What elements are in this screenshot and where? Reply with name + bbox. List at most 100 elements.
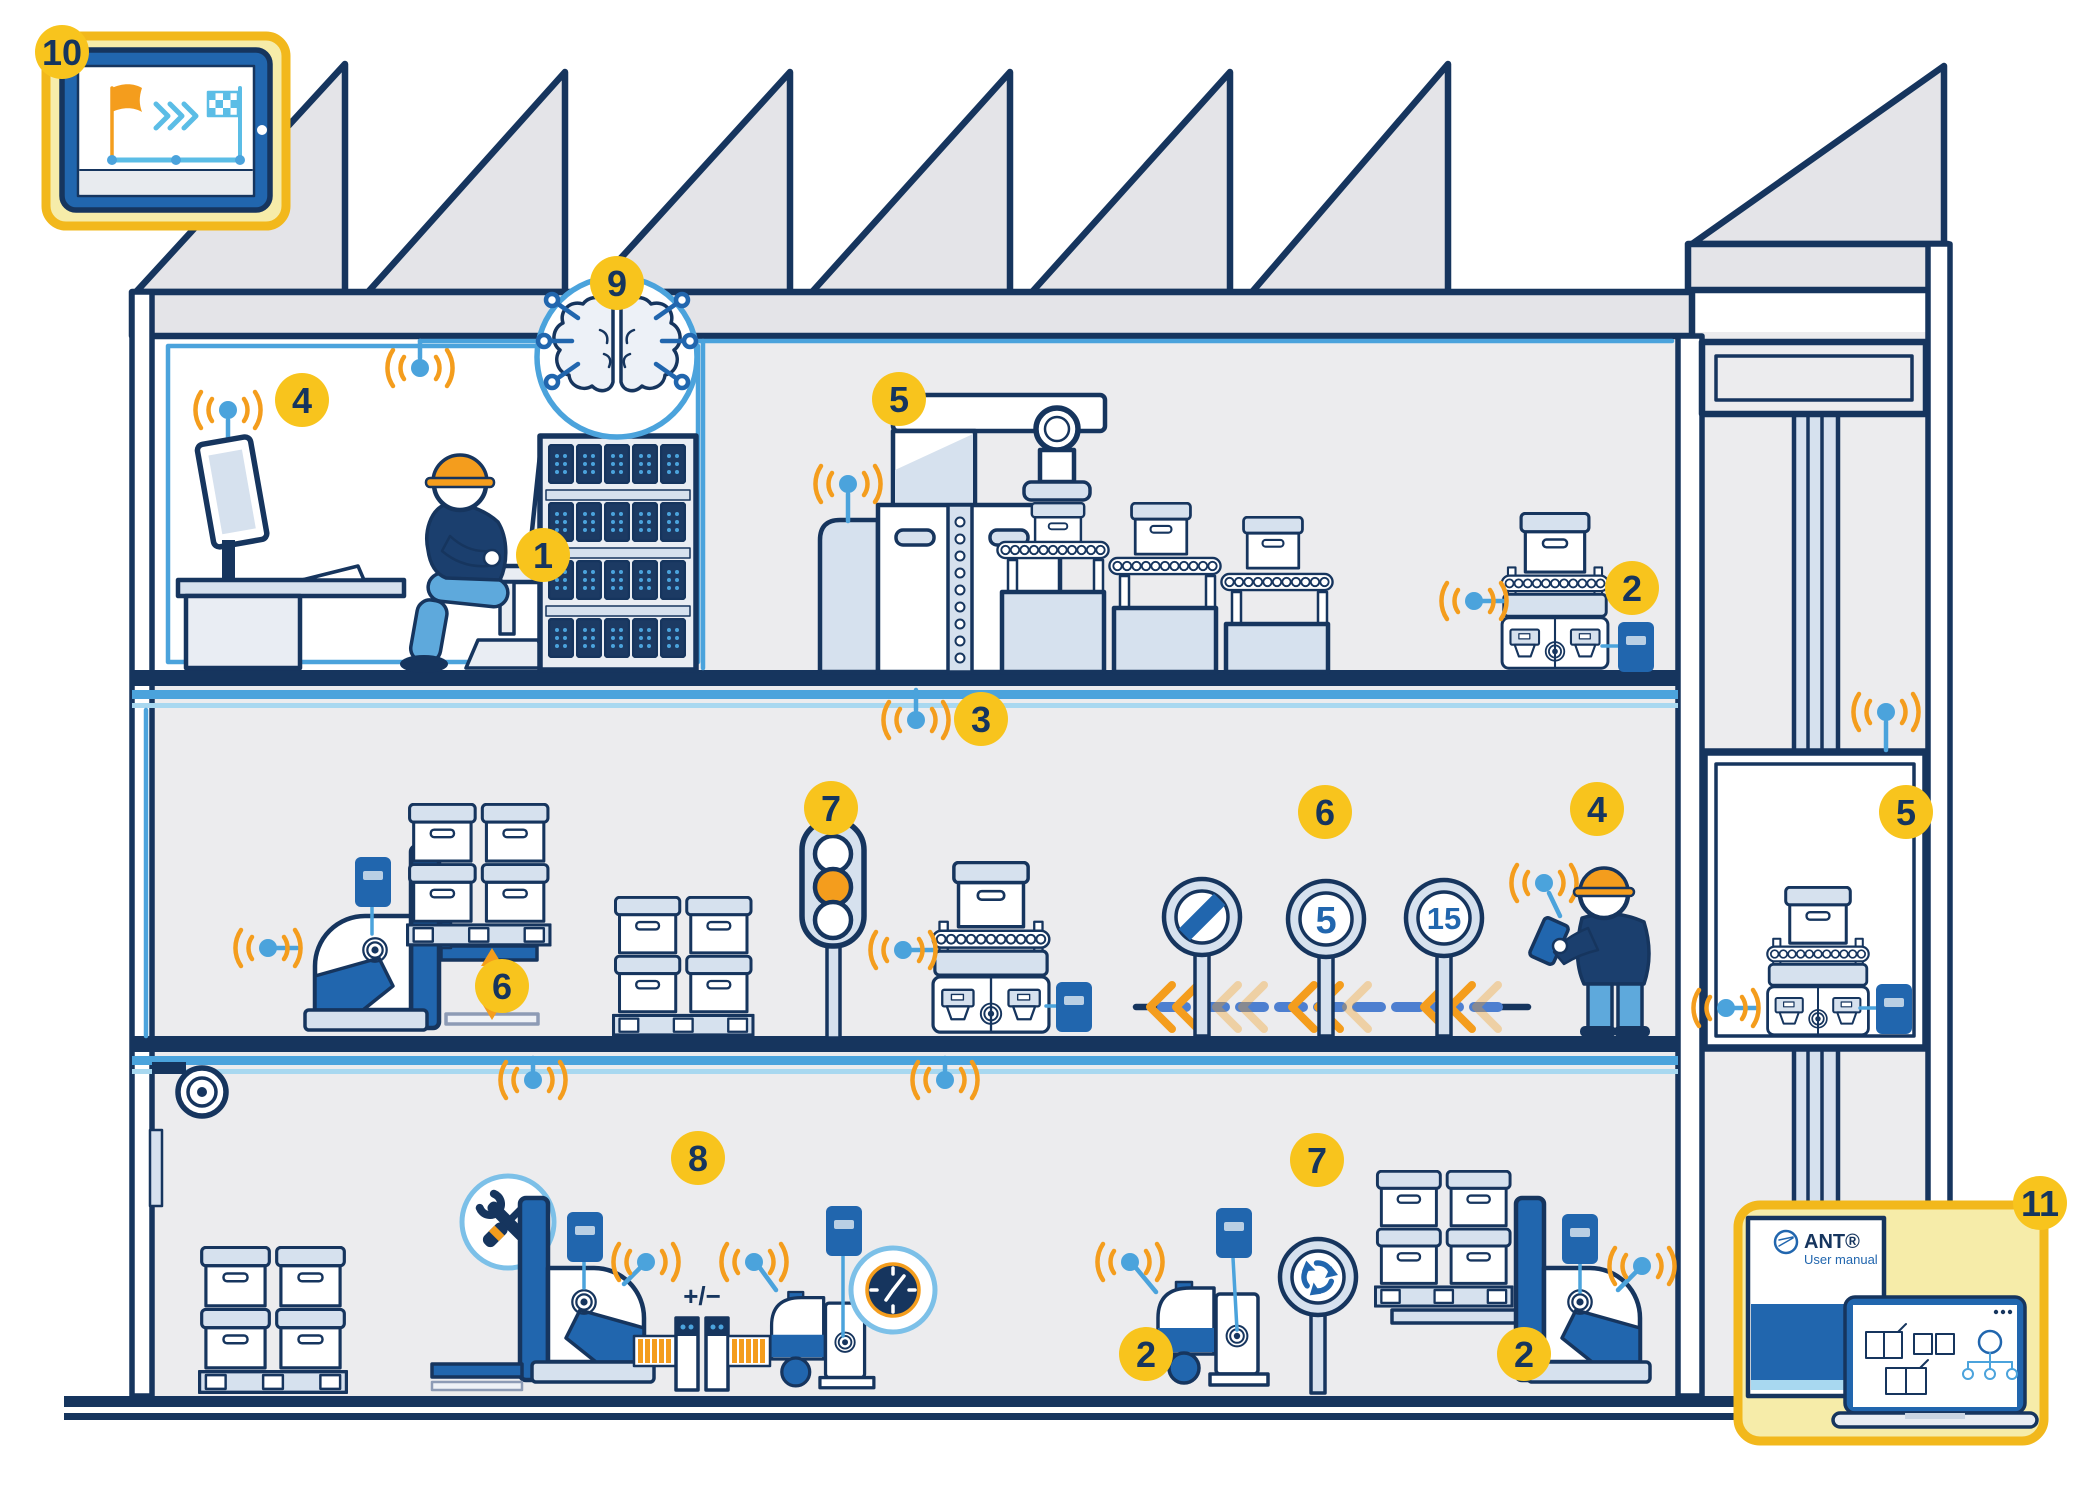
callout-badge-6-liftheight: 6 [475, 959, 529, 1013]
start-flag-icon [112, 84, 142, 112]
svg-text:2: 2 [1622, 568, 1642, 609]
callout-badge-8: 8 [671, 1131, 725, 1185]
charge-posts: +/− [632, 1281, 772, 1392]
callout-badge-4-worker: 4 [1570, 782, 1624, 836]
svg-text:5: 5 [1896, 792, 1916, 833]
worker-with-tablet [1511, 865, 1651, 1037]
badge-card [1876, 984, 1912, 1034]
svg-text:5: 5 [889, 379, 909, 420]
roof-slab [128, 288, 1696, 340]
svg-text:11: 11 [2021, 1183, 2059, 1224]
worker-shoe [1580, 1026, 1616, 1037]
desk-pedestal [183, 593, 303, 671]
svg-text:7: 7 [821, 788, 841, 829]
office-zone [165, 343, 701, 673]
callout-badge-5-machine: 5 [872, 372, 926, 426]
light-amber [812, 866, 854, 908]
svg-text:4: 4 [292, 380, 312, 421]
sawtooth-roof [132, 60, 1948, 296]
manual-brand: ANT® [1804, 1231, 1860, 1253]
callout-badge-2-pallet: 2 [1497, 1327, 1551, 1381]
charging-forklift-agv [430, 1198, 679, 1392]
hard-hat-brim [424, 476, 496, 489]
callout-badge-10: 10 [35, 25, 89, 79]
speed-limit-15-sign: 15 [1406, 880, 1482, 956]
callout-badge-2-production: 2 [1605, 561, 1659, 615]
conveyor-table-2 [1108, 502, 1222, 675]
callout-badge-2-tugger: 2 [1119, 1327, 1173, 1381]
svg-text:6: 6 [492, 966, 512, 1007]
callout-badge-7-trafficlight: 7 [804, 781, 858, 835]
svg-text:3: 3 [971, 699, 991, 740]
machine-cabinet-antenna-base [817, 517, 881, 675]
tower-roof-slab [1684, 240, 1952, 294]
wall-elevator-shaft [1675, 333, 1705, 1399]
hierarchy-icon [1962, 1352, 2018, 1380]
pallet-agv-basement [1375, 1171, 1674, 1382]
manual-diagrams [1865, 1323, 1955, 1395]
conveyor-agv-production [1441, 513, 1654, 672]
seated-operator [400, 453, 510, 673]
no-entry-sign [1164, 879, 1240, 955]
svg-text:1: 1 [533, 535, 553, 576]
worker-shoe [1614, 1026, 1650, 1037]
callout-badge-4-office: 4 [275, 373, 329, 427]
charging-station: +/− [430, 1198, 938, 1392]
badge-card [355, 857, 391, 907]
badge-card [1216, 1208, 1252, 1258]
conveyor-table-3 [1220, 516, 1334, 675]
svg-text:8: 8 [688, 1138, 708, 1179]
fork [430, 1362, 524, 1379]
svg-text:6: 6 [1315, 792, 1335, 833]
svg-text:2: 2 [1514, 1334, 1534, 1375]
manual-subtitle: User manual [1804, 1252, 1878, 1267]
roundabout-sign [1280, 1239, 1356, 1395]
charging-polarity-label: +/− [683, 1281, 721, 1311]
tugger-agv-basement [1097, 1208, 1268, 1385]
conveyor-agv-middle [870, 863, 1092, 1033]
floor-slab-level3 [132, 1036, 1678, 1074]
user-manual-panel: ANT® User manual [1733, 1200, 2049, 1446]
operator-shoe [400, 655, 448, 673]
elevator-agv [1693, 887, 1912, 1034]
hard-hat-brim [1572, 886, 1636, 898]
conveyor-table-1 [996, 540, 1110, 675]
production-machine [815, 392, 1334, 675]
box-on-conveyor [1242, 516, 1304, 570]
svg-text:2: 2 [1136, 1334, 1156, 1375]
hard-hat [1578, 866, 1630, 894]
svg-text:5: 5 [1315, 900, 1336, 942]
callout-badge-11: 11 [2013, 1176, 2067, 1230]
traffic-light [799, 817, 867, 1040]
finish-flag-icon [206, 90, 240, 118]
mission-route-graphic [79, 84, 253, 194]
monitor [194, 434, 270, 550]
light-top [812, 833, 854, 875]
badge-card [1562, 1214, 1598, 1264]
svg-text:10: 10 [42, 32, 82, 73]
worker-hand [1551, 937, 1569, 955]
badge-card [1618, 622, 1654, 672]
traffic-rules-zone: 5 15 [1132, 879, 1532, 1038]
callout-badges: 10 9 4 1 5 2 3 7 6 6 4 5 8 7 2 2 11 [35, 25, 2067, 1381]
clock-icon-circle [848, 1245, 938, 1335]
laptop [1831, 1295, 2039, 1429]
ground-line [64, 1396, 2040, 1420]
office-desk [175, 392, 407, 671]
ant-logo-icon [1773, 1229, 1799, 1255]
server-rack [537, 433, 699, 673]
callout-badge-6-rules: 6 [1298, 785, 1352, 839]
worker-leg [1616, 982, 1644, 1030]
box-on-conveyor [1130, 502, 1192, 556]
callout-badge-3: 3 [954, 692, 1008, 746]
vision-robot-head [1022, 405, 1092, 550]
callout-badge-7-roundabout: 7 [1290, 1133, 1344, 1187]
desk-top [175, 577, 407, 599]
worker-arm [1552, 926, 1600, 966]
speed-limit-5-sign: 5 [1288, 881, 1364, 957]
raised-fork-platform [1390, 1308, 1520, 1325]
svg-text:4: 4 [1587, 789, 1607, 830]
charging-tugger-agv [721, 1206, 873, 1388]
operator-hand [482, 548, 502, 568]
